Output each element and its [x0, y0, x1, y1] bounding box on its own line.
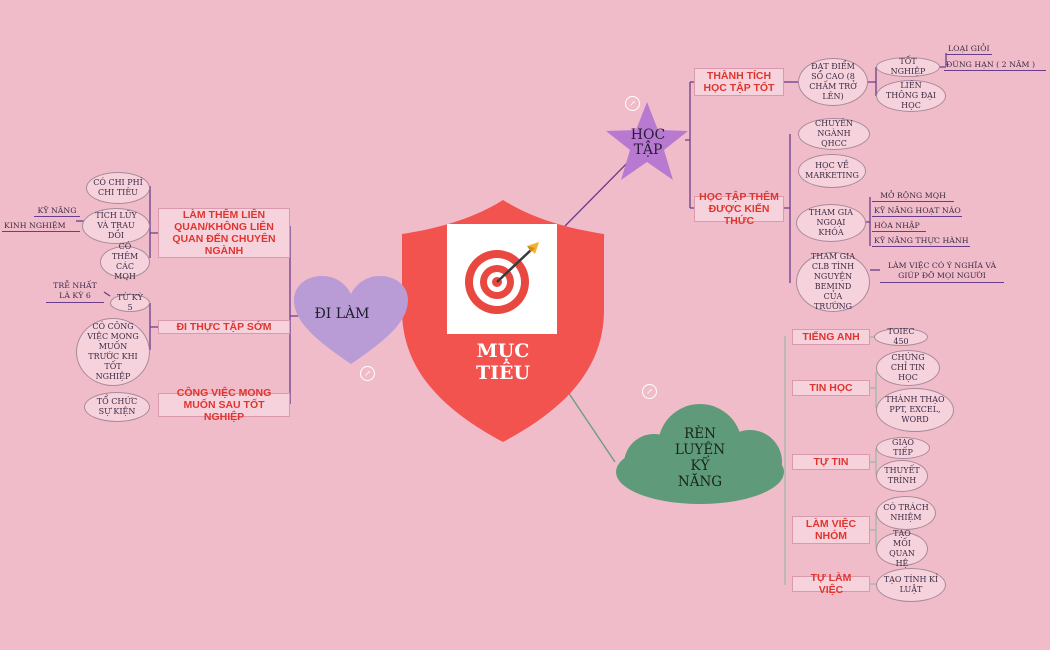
- study-grad-type: LOẠI GIỎI: [946, 44, 992, 55]
- internship-term[interactable]: TỪ KỲ 5: [110, 293, 150, 312]
- study-major-node[interactable]: CHUYÊN NGÀNH QHCC: [798, 118, 870, 150]
- internship-latest: TRỄ NHẤT LÀ KỲ 6: [46, 281, 104, 303]
- work-branch-career[interactable]: CÔNG VIỆC MONG MUỐN SAU TỐT NGHIỆP: [158, 387, 290, 423]
- link-icon[interactable]: ↗: [625, 96, 640, 111]
- it-cert[interactable]: CHỨNG CHỈ TIN HỌC: [876, 350, 940, 386]
- study-score-node[interactable]: ĐẠT ĐIỂM SỐ CAO (8 CHẤM TRỞ LÊN): [798, 58, 868, 106]
- study-club-node[interactable]: THAM GIA CLB TÌNH NGUYỆN BEMIND CỦA TRƯỜ…: [796, 252, 870, 312]
- link-icon[interactable]: ↗: [642, 384, 657, 399]
- study-grad-time: ĐÚNG HẠN ( 2 NĂM ): [944, 60, 1046, 71]
- skill-teamwork[interactable]: LÀM VIỆC NHÓM: [792, 516, 870, 544]
- work-label: ĐI LÀM: [314, 306, 370, 322]
- study-marketing-node[interactable]: HỌC VỀ MARKETING: [798, 154, 866, 188]
- save-item-experience: KINH NGHIỆM: [2, 221, 80, 232]
- skill-it[interactable]: TIN HỌC: [792, 380, 870, 396]
- team-responsibility[interactable]: CÓ TRÁCH NHIỆM: [876, 496, 936, 530]
- heart-icon: [294, 276, 408, 364]
- link-icon[interactable]: ↗: [360, 366, 375, 381]
- target-icon: [447, 224, 557, 334]
- extra-item-1: MỞ RỘNG MQH: [872, 191, 954, 202]
- work-cost[interactable]: CÓ CHI PHÍ CHI TIÊU: [86, 172, 150, 204]
- extra-item-3: HÒA NHẬP: [872, 221, 926, 232]
- cloud-icon: [616, 404, 784, 504]
- career-event[interactable]: TỔ CHỨC SỰ KIỆN: [84, 392, 150, 422]
- study-label: HỌC TẬP: [630, 127, 666, 158]
- work-mqh[interactable]: CÓ THÊM CÁC MQH: [100, 242, 150, 281]
- conf-presentation[interactable]: THUYẾT TRÌNH: [876, 460, 928, 492]
- skill-english[interactable]: TIẾNG ANH: [792, 329, 870, 345]
- english-toeic[interactable]: TOIEC 450: [874, 327, 928, 346]
- conf-communication[interactable]: GIAO TIẾP: [876, 437, 930, 459]
- study-transfer-node[interactable]: LIÊN THÔNG ĐẠI HỌC: [876, 80, 946, 112]
- skills-label: RÈN LUYỆN KỸ NĂNG: [674, 426, 726, 490]
- save-item-skills: KỸ NĂNG: [34, 206, 80, 217]
- self-discipline[interactable]: TẠO TÍNH KỈ LUẬT: [876, 568, 946, 602]
- study-branch-achievement[interactable]: THÀNH TÍCH HỌC TẬP TỐT: [694, 68, 784, 96]
- star-icon: [606, 102, 688, 180]
- team-relationship[interactable]: TẠO MỐI QUAN HỆ: [876, 529, 928, 568]
- extra-item-4: KỸ NĂNG THỰC HÀNH: [872, 236, 970, 247]
- skill-confidence[interactable]: TỰ TIN: [792, 454, 870, 470]
- center-title: MỤC TIÊU: [475, 340, 531, 384]
- work-save[interactable]: TÍCH LŨY VÀ TRAU DỒI: [82, 208, 150, 244]
- it-office[interactable]: THÀNH THẠO PPT, EXCEL, WORD: [876, 388, 954, 432]
- work-branch-parttime[interactable]: LÀM THÊM LIÊN QUAN/KHÔNG LIÊN QUAN ĐẾN C…: [158, 208, 290, 258]
- study-club-detail: LÀM VIỆC CÓ Ý NGHĨA VÀ GIÚP ĐỠ MỌI NGƯỜI: [880, 261, 1004, 283]
- study-extracurricular-node[interactable]: THAM GIA NGOẠI KHÓA: [796, 204, 866, 242]
- work-branch-internship[interactable]: ĐI THỰC TẬP SỚM: [158, 320, 290, 334]
- study-graduate-node[interactable]: TỐT NGHIỆP: [876, 57, 940, 77]
- skill-self-work[interactable]: TỰ LÀM VIỆC: [792, 572, 870, 596]
- internship-job[interactable]: CÓ CÔNG VIỆC MONG MUỐN TRƯỚC KHI TỐT NGH…: [76, 318, 150, 386]
- extra-item-2: KỸ NĂNG HOẠT NÁO: [872, 206, 962, 217]
- study-branch-knowledge[interactable]: HỌC TẬP THÊM ĐƯỢC KIẾN THỨC: [694, 191, 784, 227]
